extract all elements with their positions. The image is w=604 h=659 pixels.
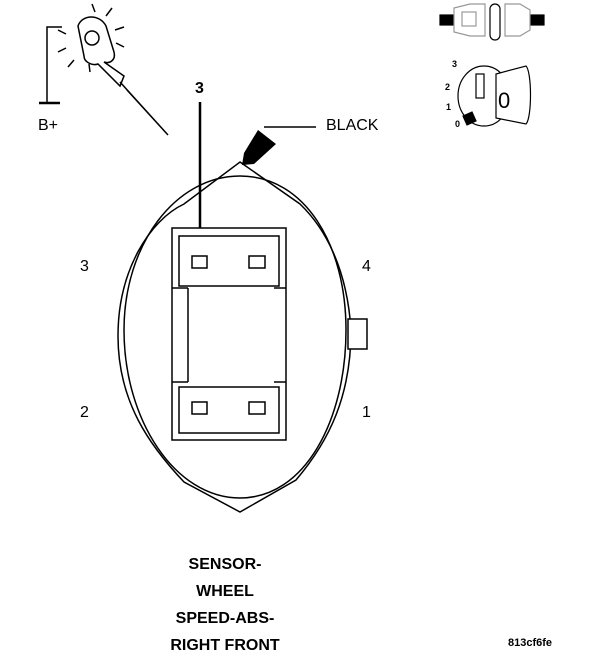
pin-label-3: 3 bbox=[80, 258, 89, 275]
pin-slot-3 bbox=[191, 255, 208, 269]
caption-line: WHEEL bbox=[196, 583, 254, 600]
caption-line: SPEED-ABS- bbox=[175, 610, 275, 627]
caption-line: SENSOR- bbox=[188, 556, 262, 573]
ignition-key-label: 0 bbox=[498, 88, 511, 113]
component-caption: SENSOR- WHEEL SPEED-ABS- RIGHT FRONT bbox=[150, 551, 300, 659]
disconnect-connector-icon bbox=[439, 3, 545, 41]
connector-body bbox=[117, 161, 368, 513]
pin-label-1: 1 bbox=[362, 404, 371, 421]
figure-id: 813cf6fe bbox=[508, 637, 553, 649]
color-leader bbox=[242, 126, 316, 165]
ignition-position-0: 0 bbox=[455, 119, 461, 129]
pin-slot-4 bbox=[248, 255, 266, 269]
pin-slot-1 bbox=[248, 401, 266, 415]
caption-line: RIGHT FRONT bbox=[170, 637, 280, 654]
ignition-position-1: 1 bbox=[446, 102, 452, 112]
test-light-icon bbox=[39, 3, 169, 136]
supply-label: B+ bbox=[38, 117, 59, 134]
pin-label-4: 4 bbox=[362, 258, 371, 275]
ignition-position-2: 2 bbox=[445, 82, 451, 92]
ignition-switch-icon bbox=[457, 65, 532, 127]
callout-pin-number: 3 bbox=[195, 80, 204, 97]
connector-color-label: BLACK bbox=[326, 117, 379, 134]
pin-label-2: 2 bbox=[80, 404, 89, 421]
ignition-position-3: 3 bbox=[452, 59, 458, 69]
pin-slot-2 bbox=[191, 401, 208, 415]
